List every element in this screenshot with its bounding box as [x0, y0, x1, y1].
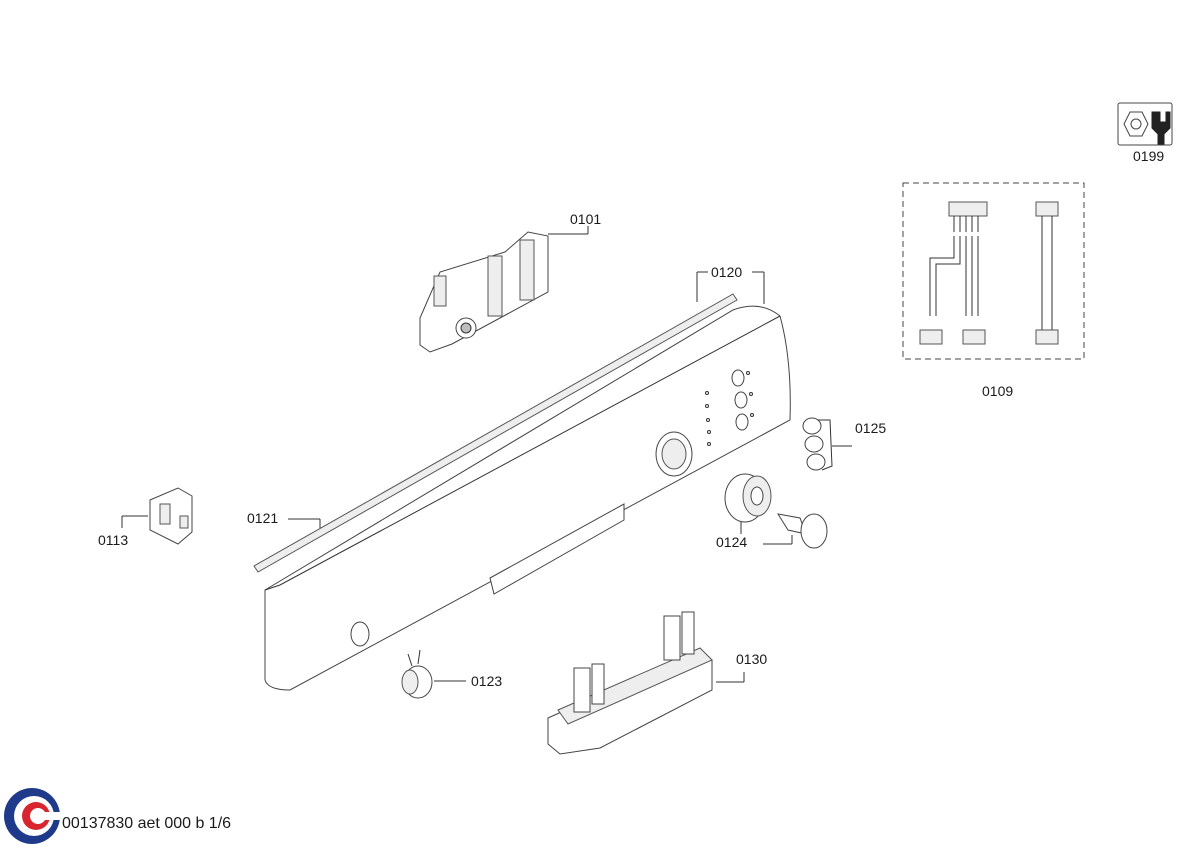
label-0123: 0123: [471, 673, 502, 689]
label-0120: 0120: [711, 264, 742, 280]
control-panel-0120: [264, 305, 791, 691]
latch-0113: [149, 487, 193, 545]
seal-strip-0121: [253, 293, 738, 573]
label-0113: 0113: [98, 532, 128, 548]
nut-wrench-icon: [1117, 102, 1173, 146]
small-knob-0123: [401, 649, 433, 699]
document-code: 00137830 aet 000 b 1/6: [62, 815, 232, 832]
label-0109: 0109: [982, 383, 1013, 399]
label-0199: 0199: [1133, 148, 1164, 164]
label-0124: 0124: [716, 534, 747, 550]
control-module-0101: [419, 231, 549, 353]
brand-logo: [4, 788, 62, 844]
label-0125: 0125: [855, 420, 886, 436]
bracket-0130: [547, 611, 713, 755]
knob-0124: [724, 473, 828, 549]
push-buttons-0125: [802, 417, 833, 471]
wire-harness-0109: [902, 182, 1085, 360]
label-0130: 0130: [736, 651, 767, 667]
label-0101: 0101: [570, 211, 601, 227]
label-0121: 0121: [247, 510, 278, 526]
